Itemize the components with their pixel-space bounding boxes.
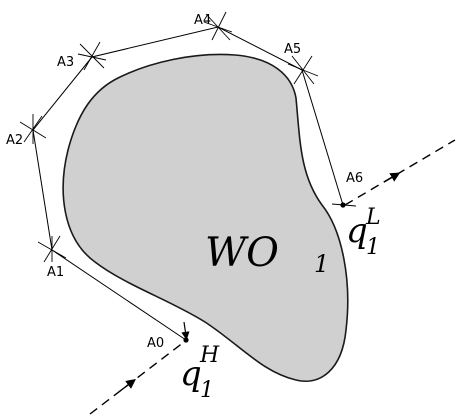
label-a1: A1 (47, 265, 64, 280)
obstacle-region (62, 53, 349, 382)
point-high-main: q (180, 354, 202, 394)
point-a0-dot (183, 337, 189, 343)
obstacle-label-sub: 1 (314, 250, 329, 278)
arrow-a0 (181, 321, 190, 341)
vertex-mark-a4 (203, 11, 233, 41)
obstacle-label-main: WO (205, 230, 279, 276)
point-high-sub: 1 (200, 378, 214, 403)
label-a3: A3 (57, 55, 74, 70)
point-high-sup: H (199, 343, 220, 368)
label-a4: A4 (194, 13, 211, 28)
vertex-mark-a5 (287, 55, 319, 85)
vertex-mark-a2 (19, 114, 47, 144)
dashed-line-low (344, 139, 456, 206)
point-low-sup: L (365, 205, 381, 230)
dashed-line-high-lower (89, 341, 185, 415)
vertex-mark-a3 (77, 41, 107, 71)
point-low-main: q (346, 211, 368, 251)
arrow-high (119, 379, 136, 392)
vertex-mark-a1 (37, 235, 67, 263)
arrow-low (383, 172, 401, 183)
label-a6: A6 (346, 171, 363, 186)
point-low-sub: 1 (366, 235, 380, 260)
point-a6-dot (340, 202, 346, 208)
label-a5: A5 (284, 42, 301, 57)
label-a2: A2 (6, 133, 23, 148)
label-a0: A0 (147, 336, 164, 351)
